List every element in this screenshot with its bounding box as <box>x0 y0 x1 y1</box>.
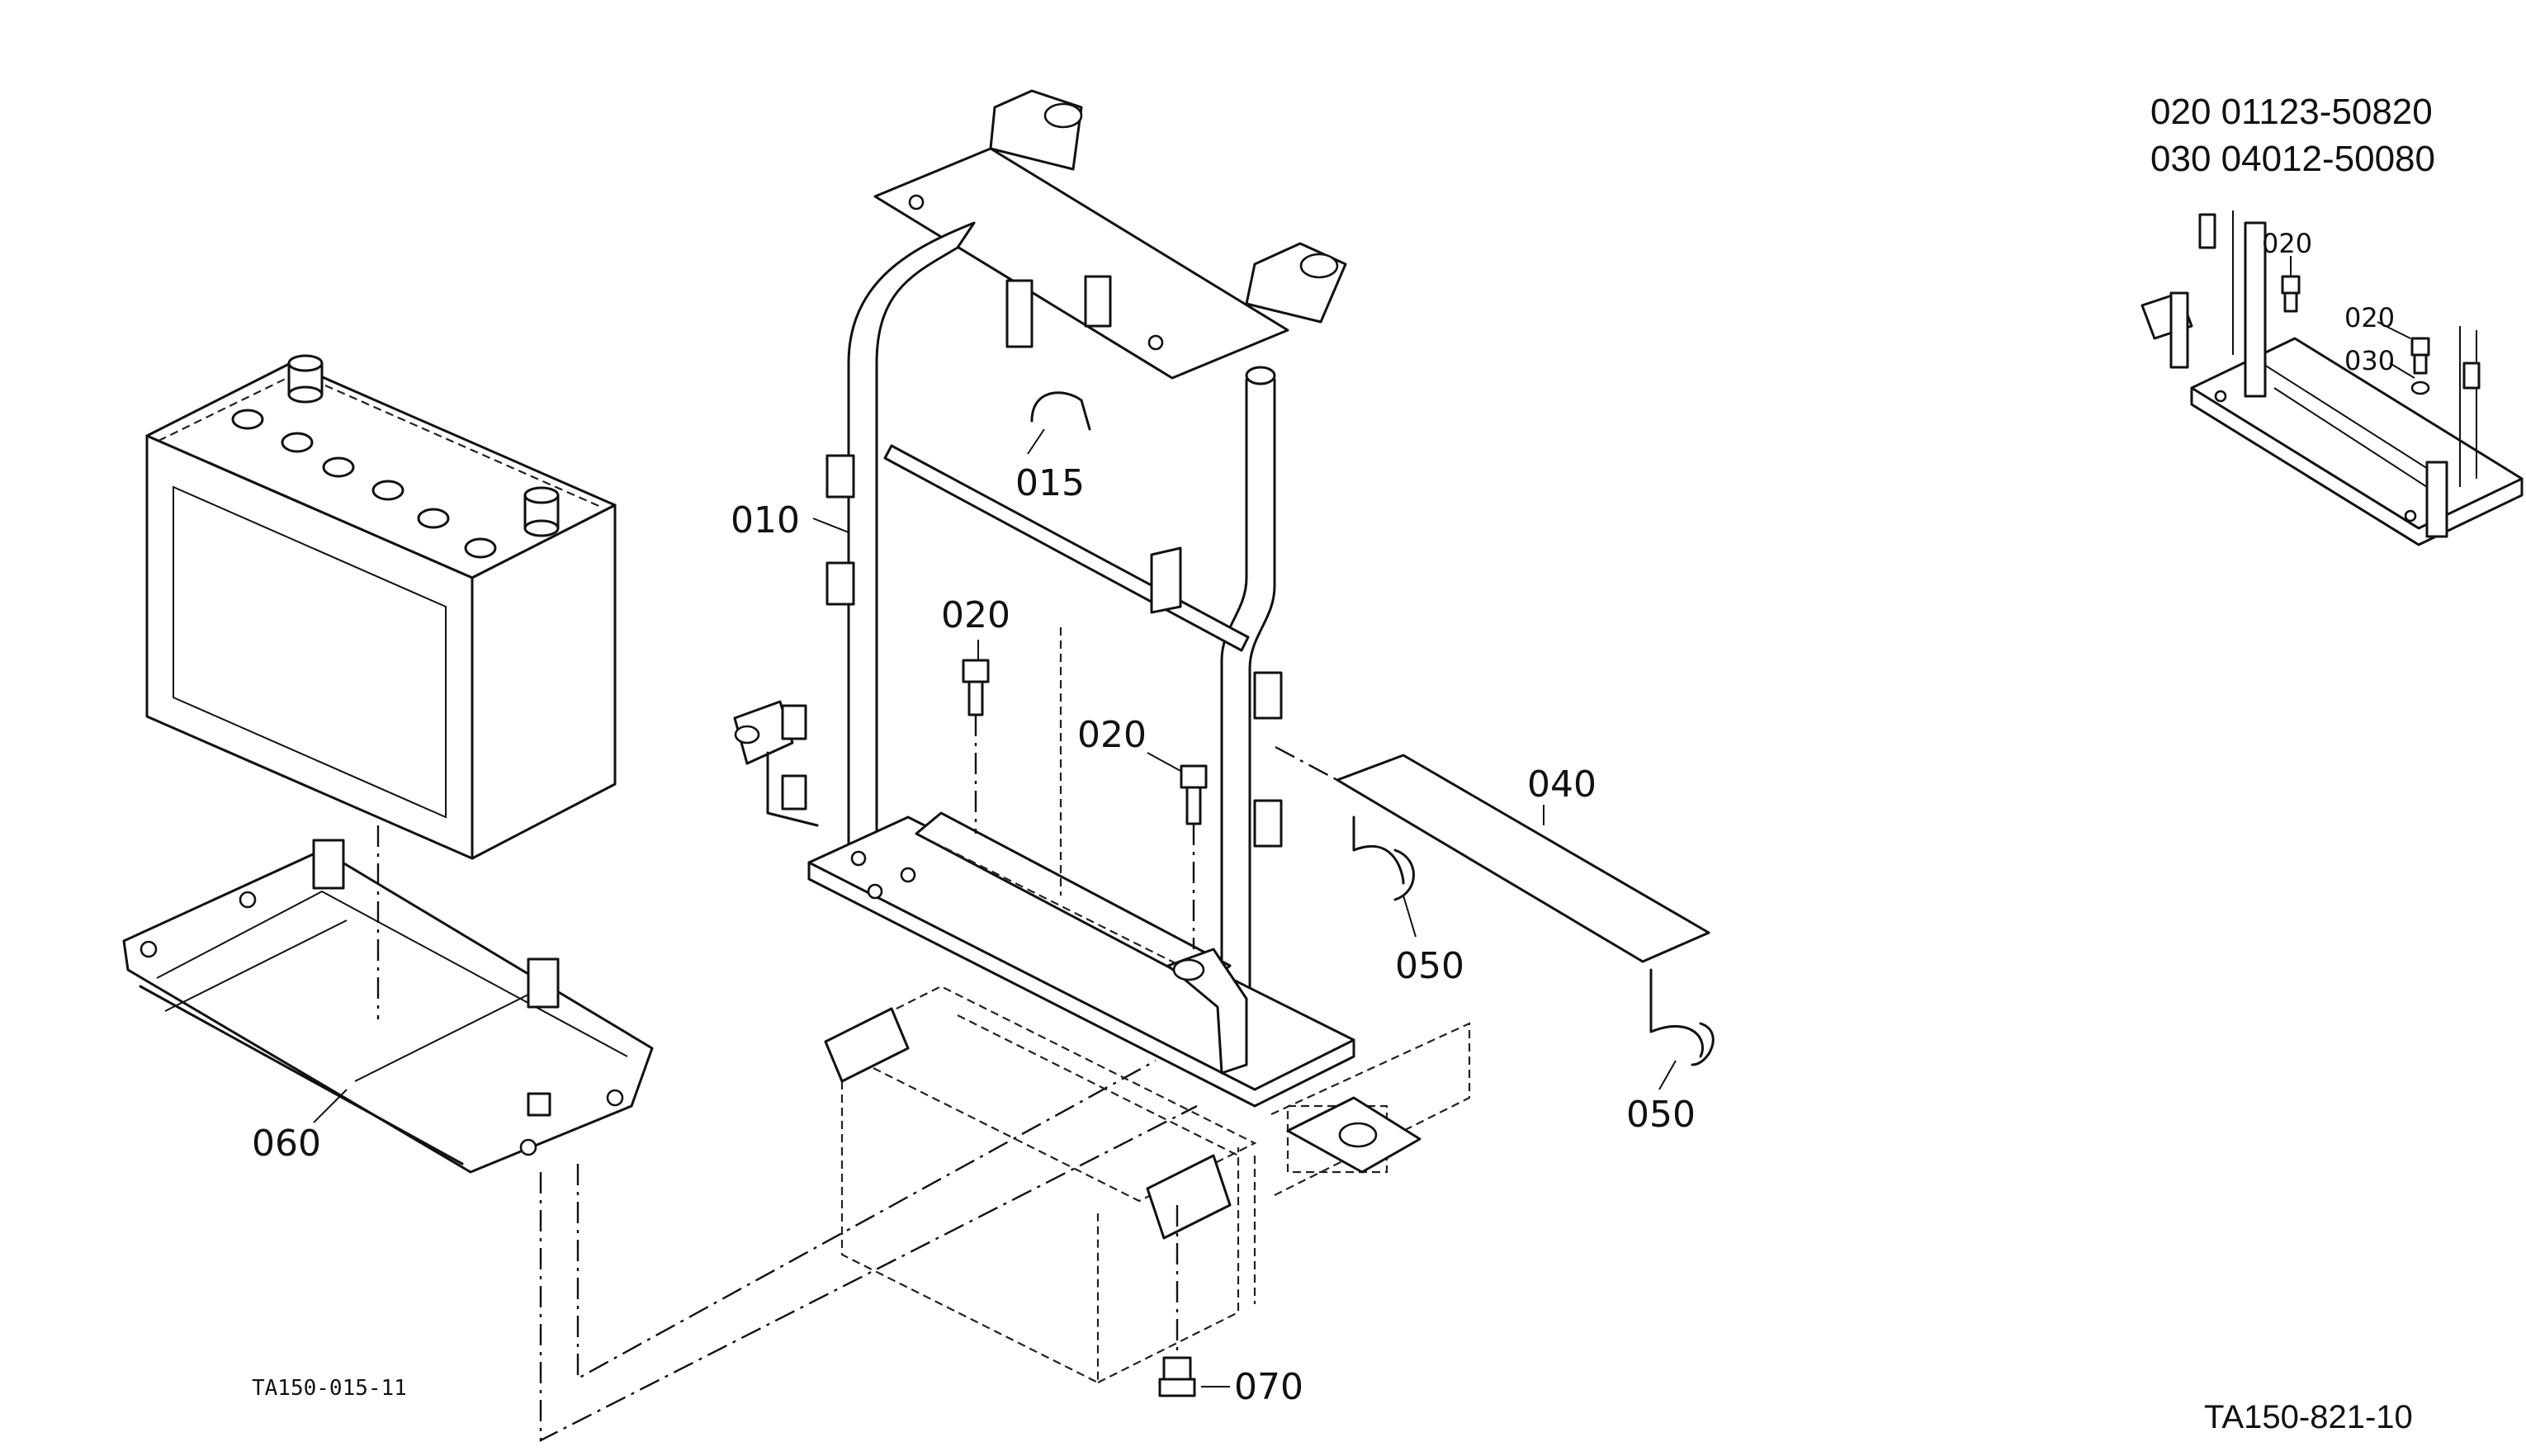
callout-020-upper: 020 <box>941 594 1010 636</box>
figure-ref-left: TA150-015-11 <box>252 1376 407 1401</box>
support-frame <box>733 89 1355 1108</box>
callout-070: 070 <box>1234 1366 1303 1408</box>
battery <box>145 354 617 860</box>
spring-050-right <box>1649 968 1715 1066</box>
battery-tray <box>122 825 654 1174</box>
callout-020-lower: 020 <box>1077 714 1147 756</box>
detail-callout-020-top: 020 <box>2262 228 2312 259</box>
callout-040: 040 <box>1527 763 1596 806</box>
callout-060: 060 <box>252 1123 321 1165</box>
parts-table-line-2: 030 04012-50080 <box>2150 139 2435 179</box>
cover-plate <box>1275 745 1710 963</box>
spring-050-left <box>1352 815 1415 901</box>
battery-vent-caps <box>231 409 497 559</box>
callout-015: 015 <box>1015 462 1085 504</box>
battery-terminal-negative <box>287 354 324 404</box>
callout-050-right: 050 <box>1626 1094 1696 1136</box>
callout-010: 010 <box>731 499 800 541</box>
detail-callout-020-mid: 020 <box>2344 302 2395 333</box>
battery-terminal-positive <box>523 486 560 537</box>
detail-inset <box>2140 210 2524 546</box>
detail-callout-030: 030 <box>2344 345 2395 376</box>
figure-ref-right: TA150-821-10 <box>2204 1399 2413 1435</box>
callout-050-left: 050 <box>1395 945 1464 987</box>
chassis-phantom <box>824 985 1471 1384</box>
parts-table-line-1: 020 01123-50820 <box>2150 92 2433 132</box>
nut-070 <box>1158 1205 1196 1397</box>
bolt-020-left <box>962 659 990 834</box>
bolt-020-right <box>1180 764 1208 949</box>
